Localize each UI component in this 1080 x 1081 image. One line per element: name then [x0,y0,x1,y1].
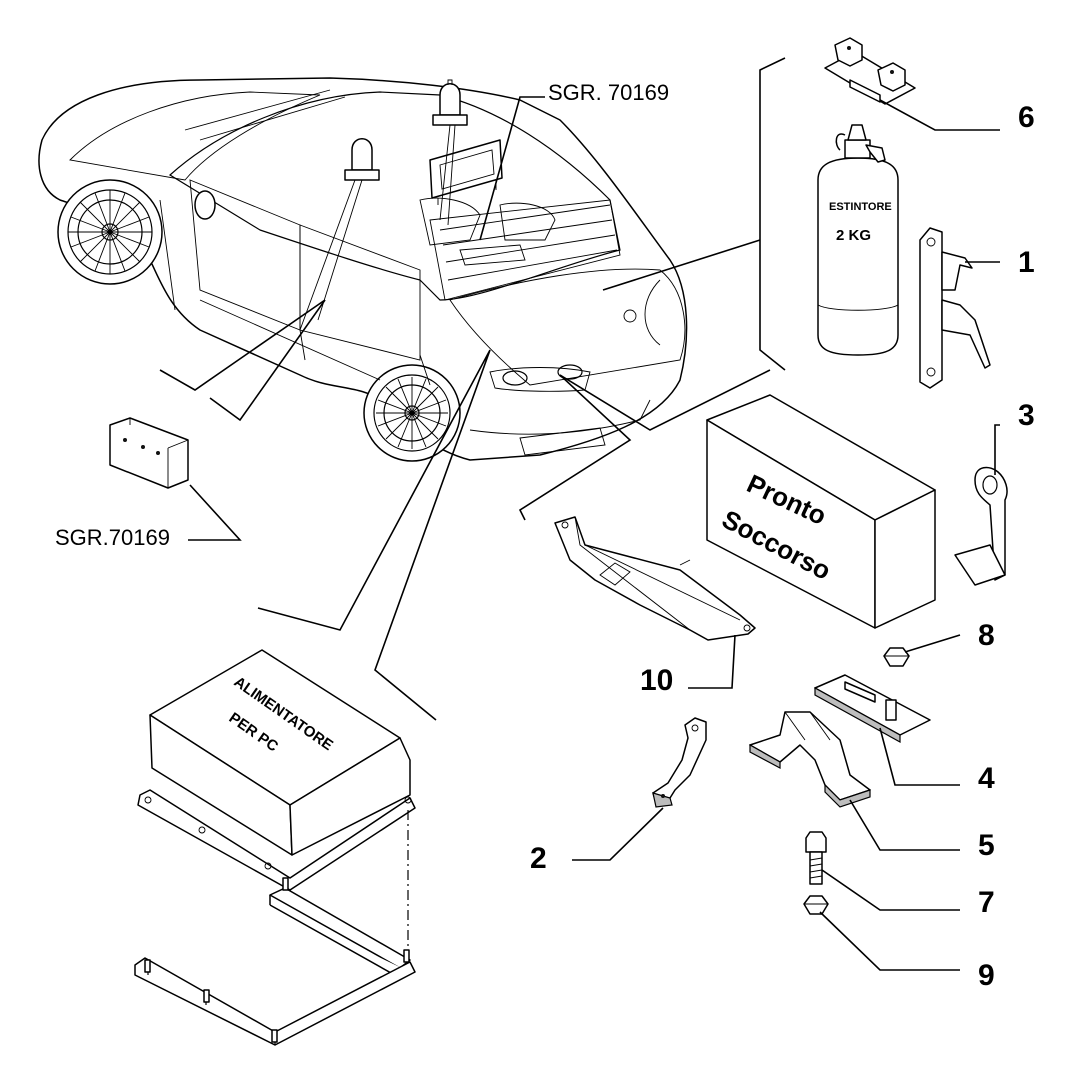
callout-9: 9 [978,959,995,992]
part-10-bracket [554,516,756,689]
rear-wheel [363,364,461,462]
part-7-bolt [805,831,960,911]
callout-7: 7 [978,886,995,919]
callout-8: 8 [978,619,995,652]
part-6-bracket [824,37,1000,131]
part-8-nut [883,634,961,667]
part-4-plate [814,674,960,786]
callout-4: 4 [978,762,995,795]
part-9-nut [803,895,960,971]
callout-10: 10 [640,664,673,697]
fire-extinguisher: ESTINTORE 2 KG [817,124,899,356]
extinguisher-weight: 2 KG [836,227,871,244]
part-5-saddle [749,711,960,851]
part-3-hook [954,424,1008,586]
callout-1: 1 [1018,246,1035,279]
first-aid-box: Pronto Soccorso [706,394,936,629]
sgr-reference-top: SGR. 70169 [548,80,669,105]
mounting-frame [134,877,416,1046]
callout-5: 5 [978,829,995,862]
extinguisher-label: ESTINTORE [829,201,892,213]
front-wheel [57,179,163,285]
callout-3: 3 [1018,399,1035,432]
part-2-bracket [572,717,707,861]
callout-2: 2 [530,842,547,875]
leader-lines [159,57,786,721]
sgr-reference-left: SGR.70169 [55,525,170,550]
car-drawing [38,77,688,462]
part-1-holder [919,227,1000,389]
callout-6: 6 [1018,101,1035,134]
interior-screen [429,139,503,205]
interior-bracket [109,417,189,489]
pc-power-supply: ALIMENTATORE PER PC [137,649,416,955]
